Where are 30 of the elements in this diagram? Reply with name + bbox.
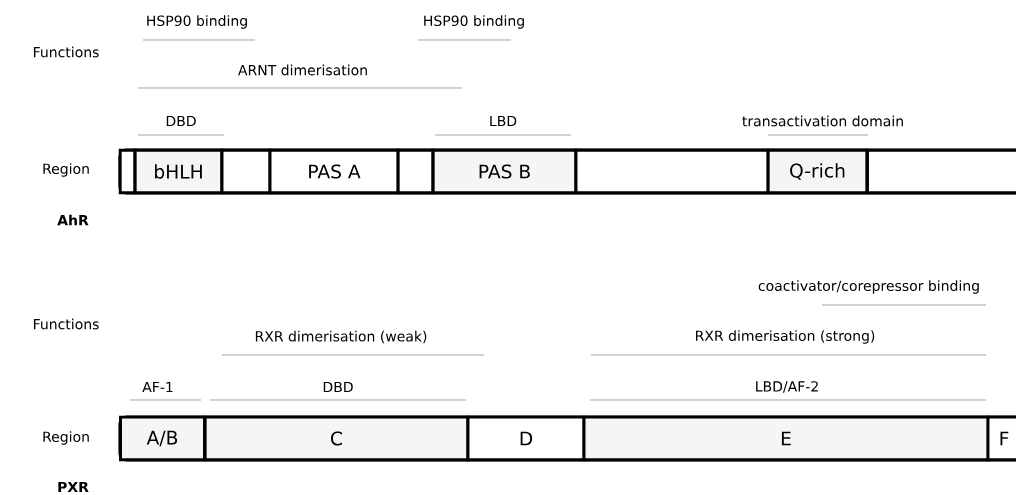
function-label: DBD [166, 115, 196, 127]
row-label: Functions [33, 318, 99, 330]
segment-box [118, 148, 137, 195]
row-label: Region [43, 431, 89, 445]
domain-segment: Q-rich [766, 148, 869, 195]
segment-box [396, 148, 435, 195]
function-label: LBD [490, 115, 517, 127]
row-label: Functions [33, 46, 99, 58]
function-label: HSP90 binding [424, 15, 524, 29]
domain-segment: bHLH [133, 148, 224, 195]
protein-name: PXR [58, 481, 89, 493]
segment-box [866, 148, 1016, 195]
function-label: coactivator/corepressor binding [758, 280, 979, 294]
protein-name: AhR [57, 214, 89, 226]
row-label: Region [43, 163, 89, 177]
function-label: AF-1 [142, 381, 173, 393]
function-label: HSP90 binding [147, 15, 247, 29]
domain-segment: A/B [119, 415, 206, 462]
function-label: RXR dimerisation (strong) [696, 330, 875, 344]
domain-segment: E [582, 415, 990, 462]
domain-segment: PAS B [431, 148, 578, 195]
function-label: transactivation domain [742, 115, 903, 127]
function-label: LBD/AF-2 [756, 381, 818, 393]
segment-box [220, 148, 272, 195]
function-label: RXR dimerisation (weak) [255, 330, 427, 344]
domain-segment: F [986, 415, 1016, 462]
function-label: DBD [323, 381, 353, 393]
segment-box [574, 148, 770, 195]
function-label: ARNT dimerisation [238, 64, 367, 76]
domain-segment: D [466, 415, 586, 462]
